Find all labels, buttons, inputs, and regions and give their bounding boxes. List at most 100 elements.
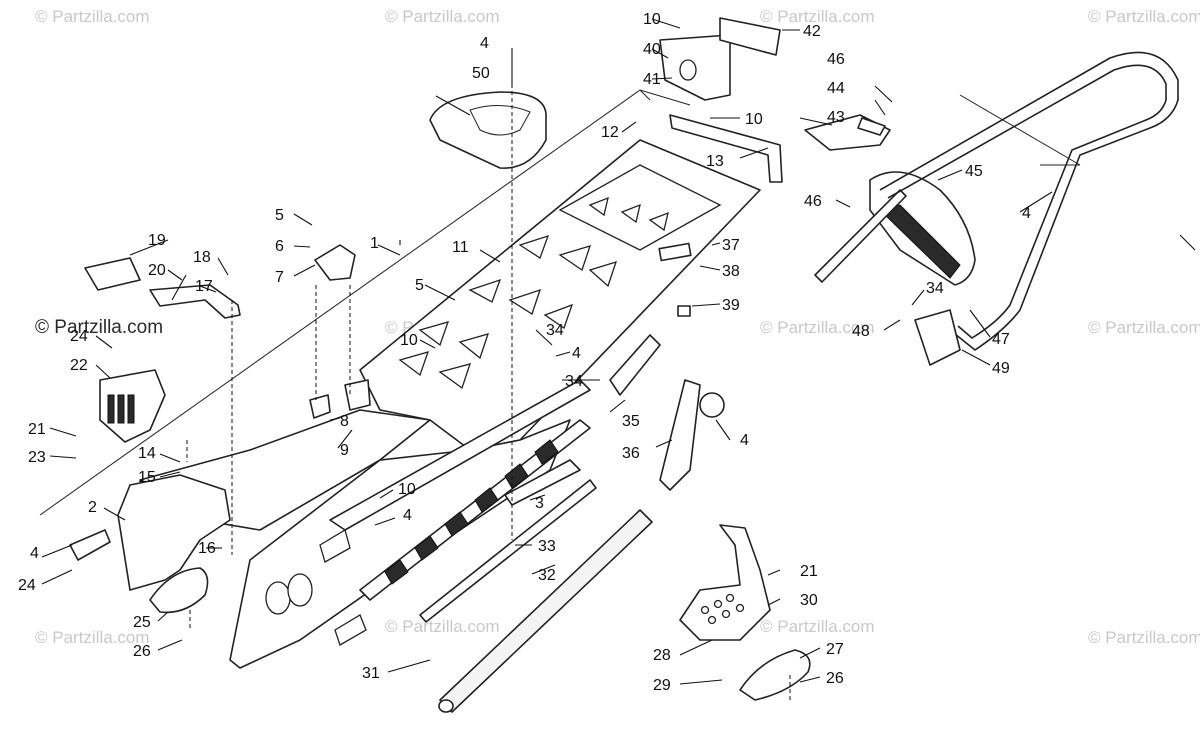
callout-13: 13	[706, 153, 724, 170]
callout-43: 43	[827, 109, 845, 126]
tube-32	[438, 509, 653, 713]
callout-34-deck: 34	[546, 322, 564, 339]
callout-20: 20	[148, 262, 166, 279]
callout-24-bottom: 24	[18, 577, 36, 594]
watermark-7: © Partzilla.com	[1088, 318, 1200, 337]
callout-6: 6	[275, 238, 284, 255]
callout-16: 16	[198, 540, 216, 557]
callout-7: 7	[275, 269, 284, 286]
running-board	[359, 419, 591, 601]
callout-46-mid: 46	[804, 193, 822, 210]
callout-34-rail: 34	[565, 373, 583, 390]
callout-37: 37	[722, 237, 740, 254]
part-39-clip	[677, 305, 691, 317]
watermarks: © Partzilla.com © Partzilla.com © Partzi…	[35, 7, 1200, 647]
leader-lines	[41, 18, 1196, 685]
callout-4-left: 4	[30, 545, 39, 562]
callout-47: 47	[992, 331, 1010, 348]
callout-48: 48	[852, 323, 870, 340]
watermark-8: © Partzilla.com	[35, 628, 150, 647]
bracket-8-9	[309, 379, 371, 419]
mount-34-right	[914, 309, 961, 366]
callout-42: 42	[803, 23, 821, 40]
callout-30: 30	[800, 592, 818, 609]
part-25-plate	[149, 567, 209, 614]
callout-25: 25	[133, 614, 151, 631]
callout-32: 32	[538, 567, 556, 584]
watermark-10: © Partzilla.com	[760, 617, 875, 636]
callout-38: 38	[722, 263, 740, 280]
callout-9: 9	[340, 442, 349, 459]
part-20-screw	[171, 274, 187, 301]
part-24-bracket	[69, 529, 111, 561]
callout-50: 50	[472, 65, 490, 82]
part-22-vent-bracket	[99, 369, 166, 443]
bumper-bracket-40	[659, 34, 731, 101]
callout-29: 29	[653, 677, 671, 694]
wall-hole-1	[265, 581, 291, 615]
callout-4-grabbar: 4	[1022, 205, 1031, 222]
callout-19: 19	[148, 232, 166, 249]
callout-5-bracket: 5	[275, 207, 284, 224]
footrest-28	[679, 524, 771, 641]
callout-8: 8	[340, 413, 349, 430]
callout-10-step: 10	[745, 111, 763, 128]
callout-4-right: 4	[740, 432, 749, 449]
tunnel-left-wall	[229, 419, 571, 669]
callout-21-right: 21	[800, 563, 818, 580]
callout-26-left: 26	[133, 643, 151, 660]
rear-flap-assembly	[869, 171, 976, 286]
callout-22: 22	[70, 357, 88, 374]
callout-35: 35	[622, 413, 640, 430]
callout-4-top: 4	[480, 35, 489, 52]
callout-2: 2	[88, 499, 97, 516]
callout-33: 33	[538, 538, 556, 555]
callout-18: 18	[193, 249, 211, 266]
callout-45: 45	[965, 163, 983, 180]
part-2-side-panel	[117, 474, 231, 591]
tunnel-rail	[329, 379, 591, 531]
watermark-3: © Partzilla.com	[760, 7, 875, 26]
seat-50	[429, 91, 547, 169]
callout-21-left: 21	[28, 421, 46, 438]
callout-14: 14	[138, 445, 156, 462]
callout-36: 36	[622, 445, 640, 462]
watermark-9: © Partzilla.com	[385, 617, 500, 636]
assembly-bracket-lines	[39, 89, 1081, 516]
mount-strip	[814, 189, 907, 283]
part-38-label	[658, 242, 692, 262]
watermark-1: © Partzilla.com	[35, 7, 150, 26]
callout-41: 41	[643, 71, 661, 88]
callout-4-center: 4	[403, 507, 412, 524]
bracket-7	[314, 244, 356, 281]
handle-27	[739, 649, 811, 701]
callout-46-top: 46	[827, 51, 845, 68]
trim-36	[659, 379, 725, 491]
callouts: 1 2 3 4 4 4 4 4 4 5 5 6 7 8 9 10 10 10 1…	[18, 11, 1031, 694]
callout-34-right: 34	[926, 280, 944, 297]
grab-bar-47	[879, 51, 1179, 351]
watermark-primary: © Partzilla.com	[35, 317, 163, 338]
callout-1: 1	[370, 235, 379, 252]
callout-44: 44	[827, 80, 845, 97]
callout-10-rail: 10	[398, 481, 416, 498]
alignment-lines	[186, 70, 791, 700]
callout-10-bumper: 10	[643, 11, 661, 28]
part-3-bracket	[504, 459, 581, 506]
watermark-4: © Partzilla.com	[1088, 7, 1200, 26]
bumper-cap-42	[719, 17, 781, 56]
callout-39: 39	[722, 297, 740, 314]
callout-4-mid: 4	[572, 345, 581, 362]
callout-31: 31	[362, 665, 380, 682]
callout-40: 40	[643, 41, 661, 58]
wall-hole-2	[287, 573, 313, 607]
rail-33	[419, 479, 597, 623]
callout-28: 28	[653, 647, 671, 664]
watermark-6: © Partzilla.com	[760, 318, 875, 337]
watermark-11: © Partzilla.com	[1088, 628, 1200, 647]
callout-15: 15	[138, 469, 156, 486]
callout-49: 49	[992, 360, 1010, 377]
callout-24-top: 24	[70, 328, 88, 345]
callout-23: 23	[28, 449, 46, 466]
